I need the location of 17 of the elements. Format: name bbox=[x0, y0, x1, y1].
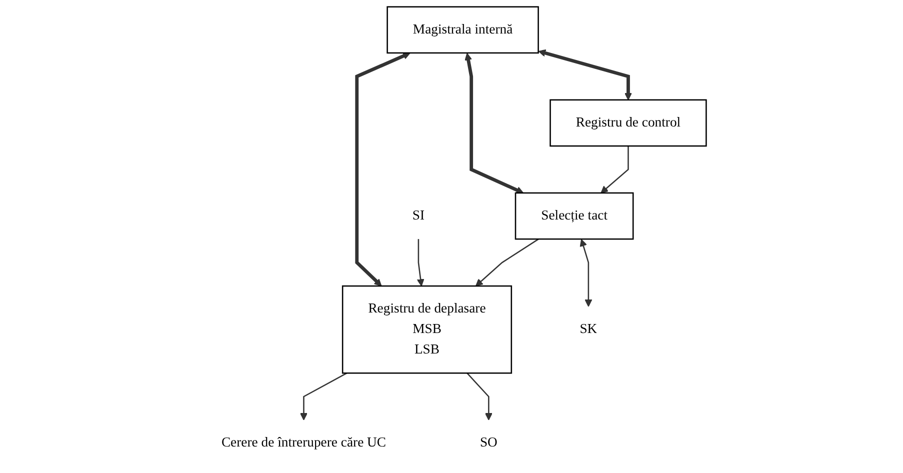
node-text: SO bbox=[480, 435, 498, 450]
arrow bbox=[467, 372, 493, 420]
arrow bbox=[476, 238, 540, 286]
node-text: Cerere de întrerupere căre UC bbox=[222, 435, 387, 450]
arrow bbox=[580, 239, 593, 307]
arrow bbox=[417, 239, 425, 286]
arrow bbox=[465, 52, 524, 194]
node-text: SK bbox=[580, 322, 598, 336]
node-box: Registru de deplasare MSB LSB bbox=[342, 285, 513, 374]
arrow bbox=[356, 52, 411, 286]
node-box: Magistrala internă bbox=[387, 6, 540, 54]
arrow bbox=[300, 372, 348, 420]
node-box: Selecție tact bbox=[515, 192, 634, 240]
arrow bbox=[601, 146, 630, 194]
node-text: SI bbox=[412, 208, 426, 223]
node-box: Registru de control bbox=[550, 99, 708, 147]
arrow bbox=[538, 49, 632, 100]
